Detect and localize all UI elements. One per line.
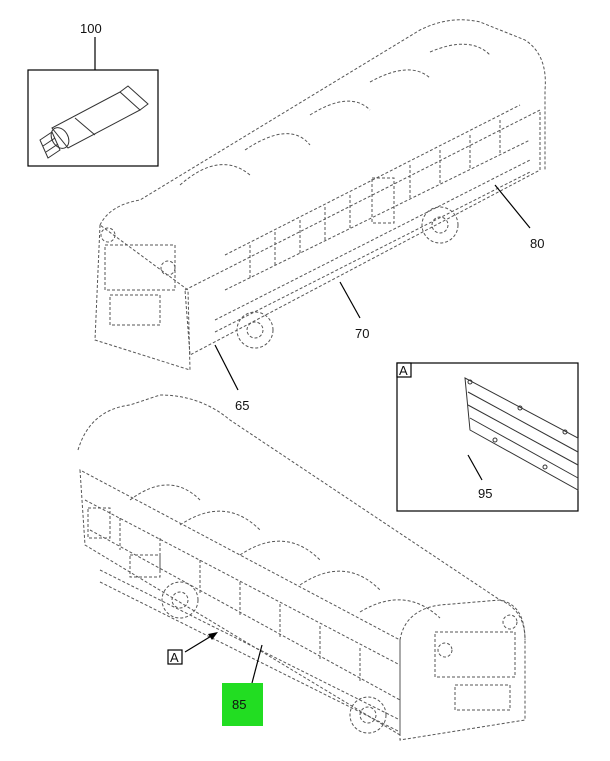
callout-70: 70 <box>355 326 369 341</box>
detail-a-tag <box>396 362 412 378</box>
view-a-marker: A <box>167 632 218 665</box>
upper-bus-illustration <box>94 19 546 371</box>
leader-line-80 <box>494 184 531 229</box>
tube-inset: 100 <box>27 21 159 167</box>
view-a-arrow-line <box>184 634 214 653</box>
detail-a-frame <box>396 362 579 512</box>
callout-95: 95 <box>478 486 492 501</box>
leader-line-85 <box>251 644 263 684</box>
lower-bus-illustration <box>77 394 526 741</box>
highlighted-callout-box[interactable] <box>222 683 263 726</box>
callout-100: 100 <box>80 21 102 36</box>
detail-a-inset: A 95 <box>396 362 579 512</box>
panel-strip-detail <box>464 377 579 491</box>
leader-line-65 <box>214 344 239 391</box>
detail-a-letter: A <box>399 363 408 378</box>
view-a-letter: A <box>170 650 179 665</box>
view-a-tag <box>167 649 183 665</box>
view-a-arrowhead <box>208 632 218 640</box>
leader-line-70 <box>339 281 361 319</box>
adhesive-tube-icon <box>39 85 149 159</box>
callout-65: 65 <box>235 398 249 413</box>
callout-85: 85 <box>232 697 246 712</box>
callout-80: 80 <box>530 236 544 251</box>
leader-line-95 <box>467 454 483 481</box>
